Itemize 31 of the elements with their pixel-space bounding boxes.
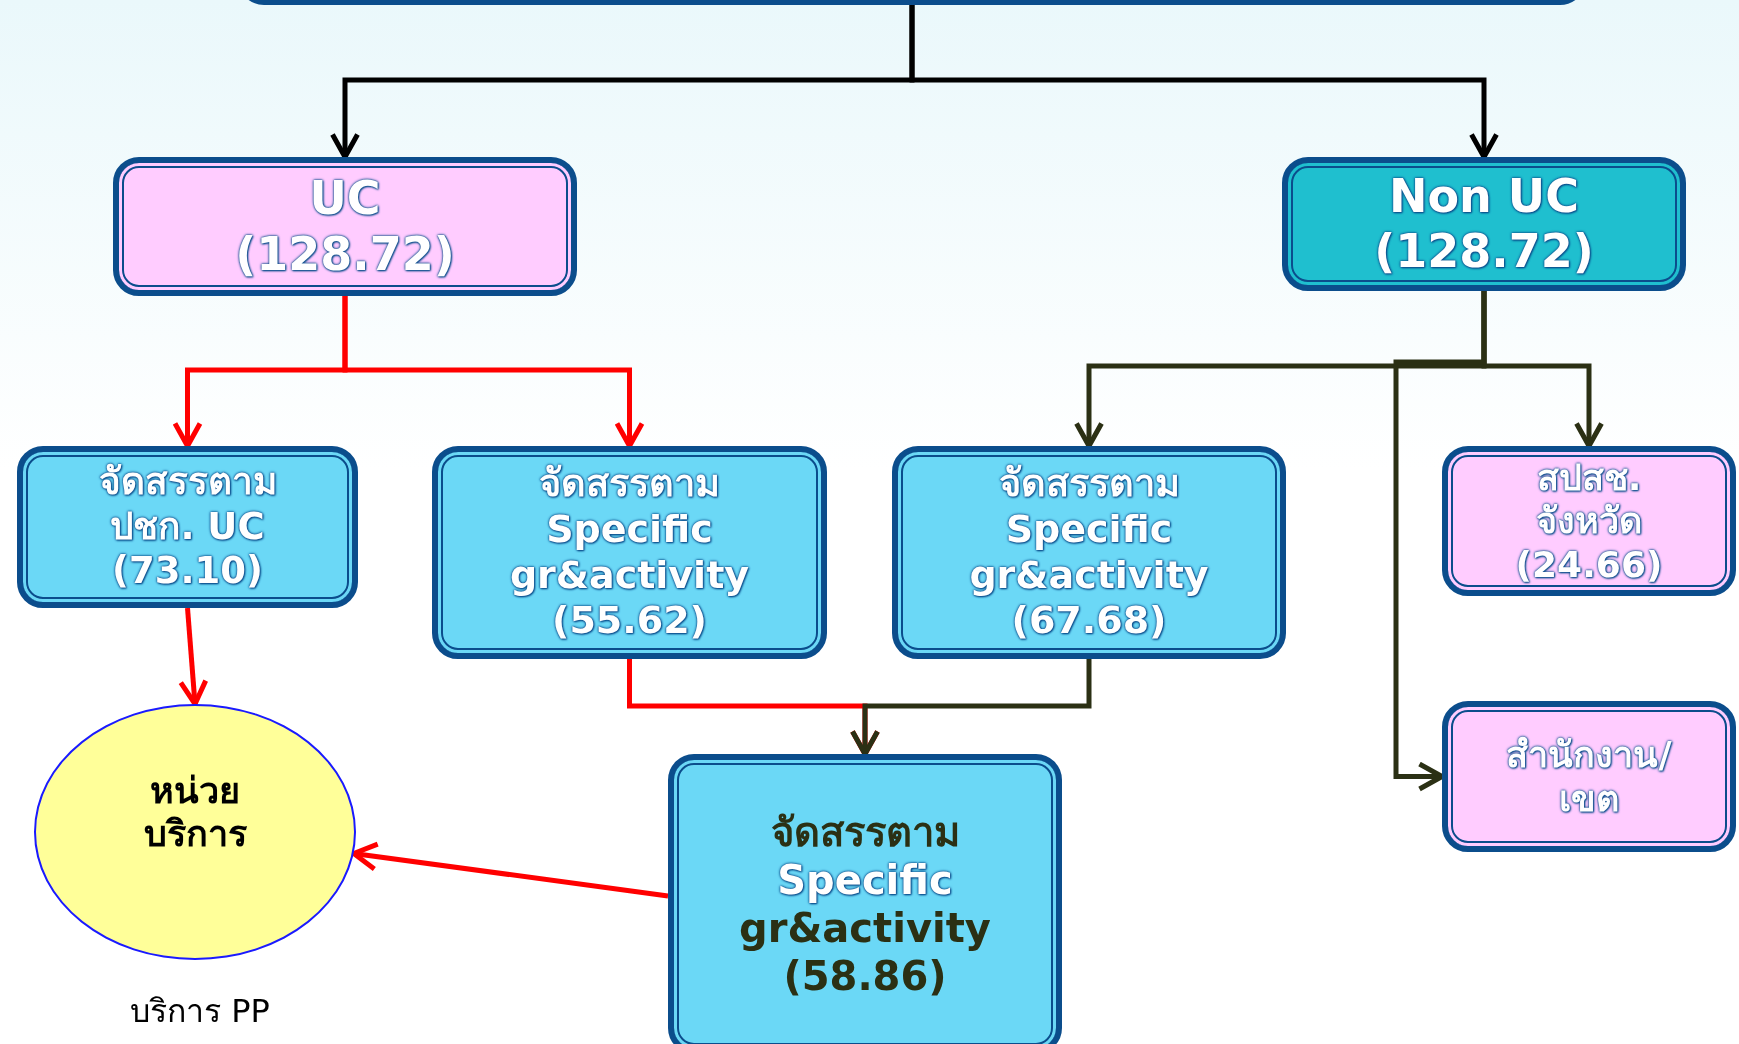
box-text: Specific xyxy=(777,856,953,904)
box-text: จัดสรรตาม Specific gr&activity xyxy=(968,461,1210,599)
box-text: จัดสรรตาม xyxy=(770,808,960,856)
box-text: (67.68) xyxy=(1011,598,1167,644)
box-text: (128.72) xyxy=(235,226,455,282)
box-text: จัดสรรตาม Specific gr&activity xyxy=(508,461,751,599)
arrow xyxy=(850,659,1092,757)
arrow xyxy=(909,5,1499,160)
box-text: gr&activity (58.86) xyxy=(738,904,992,1000)
arrow xyxy=(178,607,209,707)
process-box xyxy=(17,446,358,608)
box-text: สำนักงาน/ เขต xyxy=(1505,733,1673,820)
process-box xyxy=(1442,701,1736,852)
arrow xyxy=(1393,291,1487,792)
box-text: (24.66) xyxy=(1515,542,1663,586)
process-box xyxy=(1442,446,1736,596)
box-text: UC xyxy=(309,171,381,227)
box-text: จัดสรรตาม ปชก. UC xyxy=(97,460,278,550)
process-box xyxy=(1282,157,1686,291)
caption-text: บริการ PP xyxy=(130,991,270,1032)
process-box xyxy=(432,446,827,659)
box-text: (128.72) xyxy=(1374,224,1594,280)
process-box xyxy=(113,157,577,296)
process-box xyxy=(668,754,1062,1044)
box-text: (55.62) xyxy=(552,598,707,644)
box-text: หน่วย บริการ xyxy=(142,768,248,856)
arrow xyxy=(342,296,645,449)
box-text: สปสช. จังหวัด xyxy=(1535,456,1643,543)
process-box xyxy=(892,446,1286,659)
box-text: (73.10) xyxy=(112,549,263,594)
box-text: Non UC xyxy=(1389,168,1579,224)
